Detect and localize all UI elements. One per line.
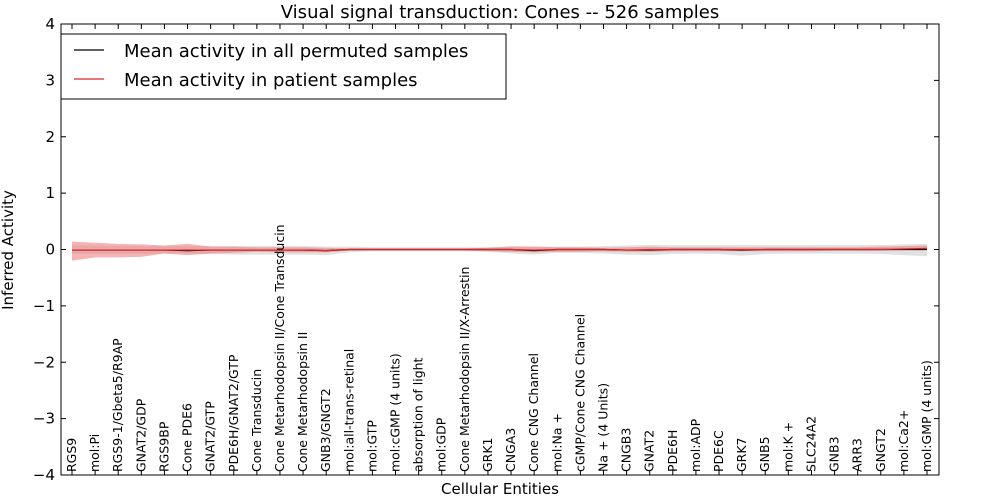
x-tick-label: mol:GDP <box>434 417 449 472</box>
x-tick-label: RGS9 <box>64 438 79 472</box>
x-axis-label: Cellular Entities <box>441 480 559 498</box>
y-axis-label: Inferred Activity <box>0 190 17 310</box>
x-tick-label: CNGB3 <box>619 428 634 472</box>
y-tick-label: −1 <box>33 297 55 315</box>
x-tick-label: GNB3/GNGT2 <box>318 388 333 472</box>
x-tick-label: CNGA3 <box>503 428 518 472</box>
x-tick-label: mol:Pi <box>87 434 102 472</box>
x-tick-label: mol:cGMP (4 units) <box>388 353 403 472</box>
x-tick-label: mol:Ca2+ <box>896 410 911 472</box>
y-tick-label: 3 <box>45 71 55 89</box>
x-tick-label: cGMP/Cone CNG Channel <box>572 314 587 472</box>
x-tick-label: GNB5 <box>757 436 772 472</box>
x-tick-label: mol:GMP (4 units) <box>919 360 934 472</box>
x-tick-label: ARR3 <box>850 438 865 472</box>
bands-layer <box>72 241 927 261</box>
x-tick-label: GNAT2 <box>642 430 657 472</box>
x-tick-label: Na + (4 Units) <box>595 383 610 472</box>
x-tick-label: GNAT2/GTP <box>203 401 218 472</box>
x-tick-label: GNB3 <box>827 436 842 472</box>
band-patient <box>72 241 927 261</box>
x-axis: RGS9 mol:Pi RGS9-1/Gbeta5/R9AP GNAT2/GDP RGS… <box>64 24 934 475</box>
x-tick-label: mol:GTP <box>364 420 379 472</box>
x-tick-label: PDE6H/GNAT2/GTP <box>226 354 241 472</box>
y-tick-label: −2 <box>33 353 55 371</box>
x-tick-label: absorption of light <box>411 357 426 472</box>
x-tick-label: GNGT2 <box>873 428 888 472</box>
x-tick-label: GRK7 <box>734 437 749 472</box>
x-tick-label: PDE6H <box>665 430 680 472</box>
x-tick-label: Cone Metarhodopsin II/X-Arrestin <box>457 267 472 472</box>
x-tick-label: Cone PDE6 <box>180 403 195 472</box>
legend-label-permuted: Mean activity in all permuted samples <box>124 41 468 62</box>
lines-layer <box>72 247 928 252</box>
y-axis: 4 3 2 1 0 −1 −2 −3 −4 <box>33 15 939 484</box>
x-tick-label: GRK1 <box>480 437 495 472</box>
x-tick-label: mol:all-trans-retinal <box>341 349 356 472</box>
legend-label-patient: Mean activity in patient samples <box>124 70 418 91</box>
legend-box <box>60 33 507 100</box>
x-tick-label: mol:Na + <box>549 413 564 472</box>
line-patient-mean <box>72 247 928 252</box>
x-tick-label: Cone Metarhodopsin II/Cone Transducin <box>272 224 287 472</box>
y-tick-label: 0 <box>45 241 55 259</box>
y-tick-label: 2 <box>45 128 55 146</box>
x-tick-label: RGS9-1/Gbeta5/R9AP <box>110 338 125 472</box>
x-tick-label: mol:K + <box>780 422 795 472</box>
x-tick-label: GNAT2/GDP <box>133 398 148 472</box>
x-tick-label: Cone Metarhodopsin II <box>295 332 310 472</box>
y-tick-label: 4 <box>45 15 55 33</box>
x-tick-label: Cone CNG Channel <box>526 353 541 472</box>
legend: Mean activity in all permuted samples Me… <box>60 33 507 100</box>
chart-title: Visual signal transduction: Cones -- 526… <box>281 2 719 23</box>
x-tick-label: RGS9BP <box>156 421 171 472</box>
x-tick-label: mol:ADP <box>688 418 703 472</box>
x-tick-label: Cone Transducin <box>249 369 264 472</box>
x-tick-label: SLC24A2 <box>803 416 818 472</box>
y-tick-label: −4 <box>33 466 55 484</box>
y-tick-label: −3 <box>33 410 55 428</box>
y-tick-label: 1 <box>45 184 55 202</box>
x-tick-label: PDE6C <box>711 430 726 472</box>
